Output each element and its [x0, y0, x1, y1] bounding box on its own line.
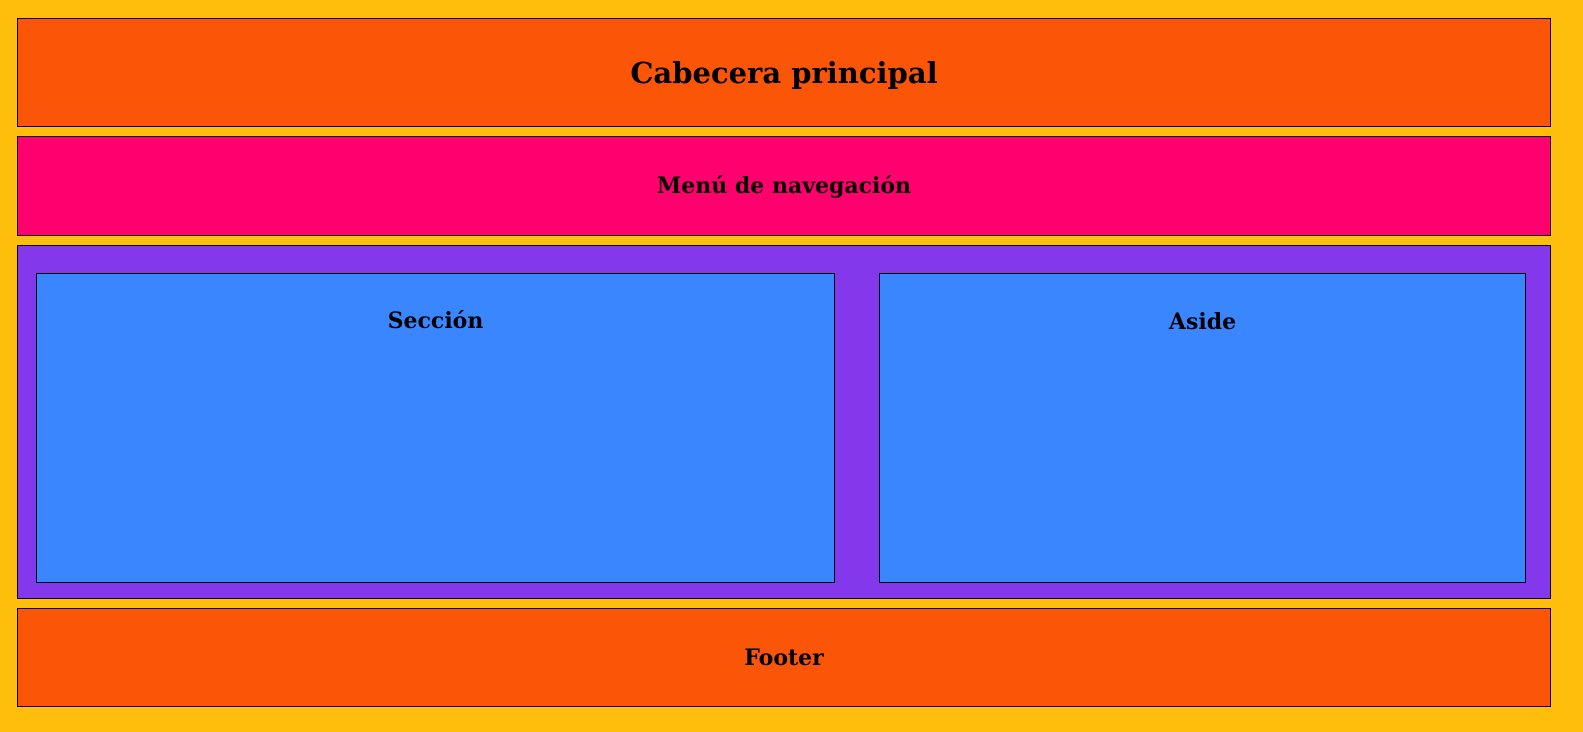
nav-title: Menú de navegación [656, 173, 912, 199]
footer-title: Footer [744, 644, 824, 671]
content-section: Sección [36, 273, 835, 583]
page-footer: Footer [17, 608, 1551, 707]
aside-title: Aside [1168, 309, 1237, 335]
header-title: Cabecera principal [630, 55, 938, 90]
section-title: Sección [387, 308, 484, 334]
page-header: Cabecera principal [17, 18, 1551, 127]
navigation-menu: Menú de navegación [17, 136, 1551, 236]
content-aside: Aside [879, 273, 1526, 583]
main-content: Sección Aside [17, 245, 1551, 599]
